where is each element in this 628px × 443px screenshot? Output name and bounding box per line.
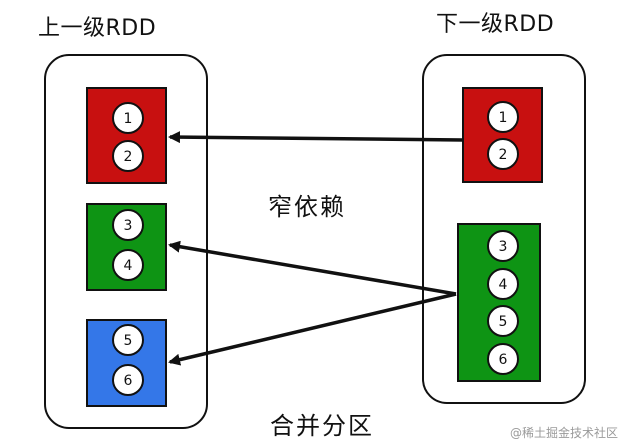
downstream-element-1-label: 1 (499, 110, 508, 126)
downstream-element-4: 4 (487, 268, 519, 300)
upstream-element-5-label: 5 (124, 333, 133, 349)
dependency-arrow-2-to-2 (168, 240, 457, 296)
upstream-element-2-label: 2 (124, 149, 133, 165)
upstream-element-1-label: 1 (124, 111, 133, 127)
upstream-rdd-title: 上一级RDD (38, 16, 157, 41)
upstream-element-6-label: 6 (124, 373, 133, 389)
dependency-arrow-2-to-3 (168, 292, 457, 366)
downstream-element-3: 3 (487, 230, 519, 262)
downstream-element-1: 1 (487, 101, 519, 133)
upstream-element-2: 2 (112, 140, 144, 172)
downstream-element-3-label: 3 (499, 239, 508, 255)
site-watermark: @稀土掘金技术社区 (510, 426, 619, 440)
narrow-dependency-label: 窄依赖 (268, 193, 346, 221)
upstream-element-3: 3 (112, 209, 144, 241)
upstream-element-5: 5 (112, 324, 144, 356)
coalesce-partitions-label: 合并分区 (270, 412, 374, 440)
upstream-element-4-label: 4 (124, 258, 133, 274)
upstream-element-4: 4 (112, 249, 144, 281)
downstream-rdd-title: 下一级RDD (436, 12, 555, 37)
upstream-element-3-label: 3 (124, 218, 133, 234)
downstream-element-6-label: 6 (499, 352, 508, 368)
upstream-element-6: 6 (112, 364, 144, 396)
downstream-element-2: 2 (487, 138, 519, 170)
downstream-element-6: 6 (487, 343, 519, 375)
downstream-element-2-label: 2 (499, 147, 508, 163)
downstream-element-5: 5 (487, 305, 519, 337)
upstream-element-1: 1 (112, 102, 144, 134)
downstream-element-5-label: 5 (499, 314, 508, 330)
downstream-element-4-label: 4 (499, 277, 508, 293)
dependency-arrow-1-to-1 (168, 131, 464, 144)
